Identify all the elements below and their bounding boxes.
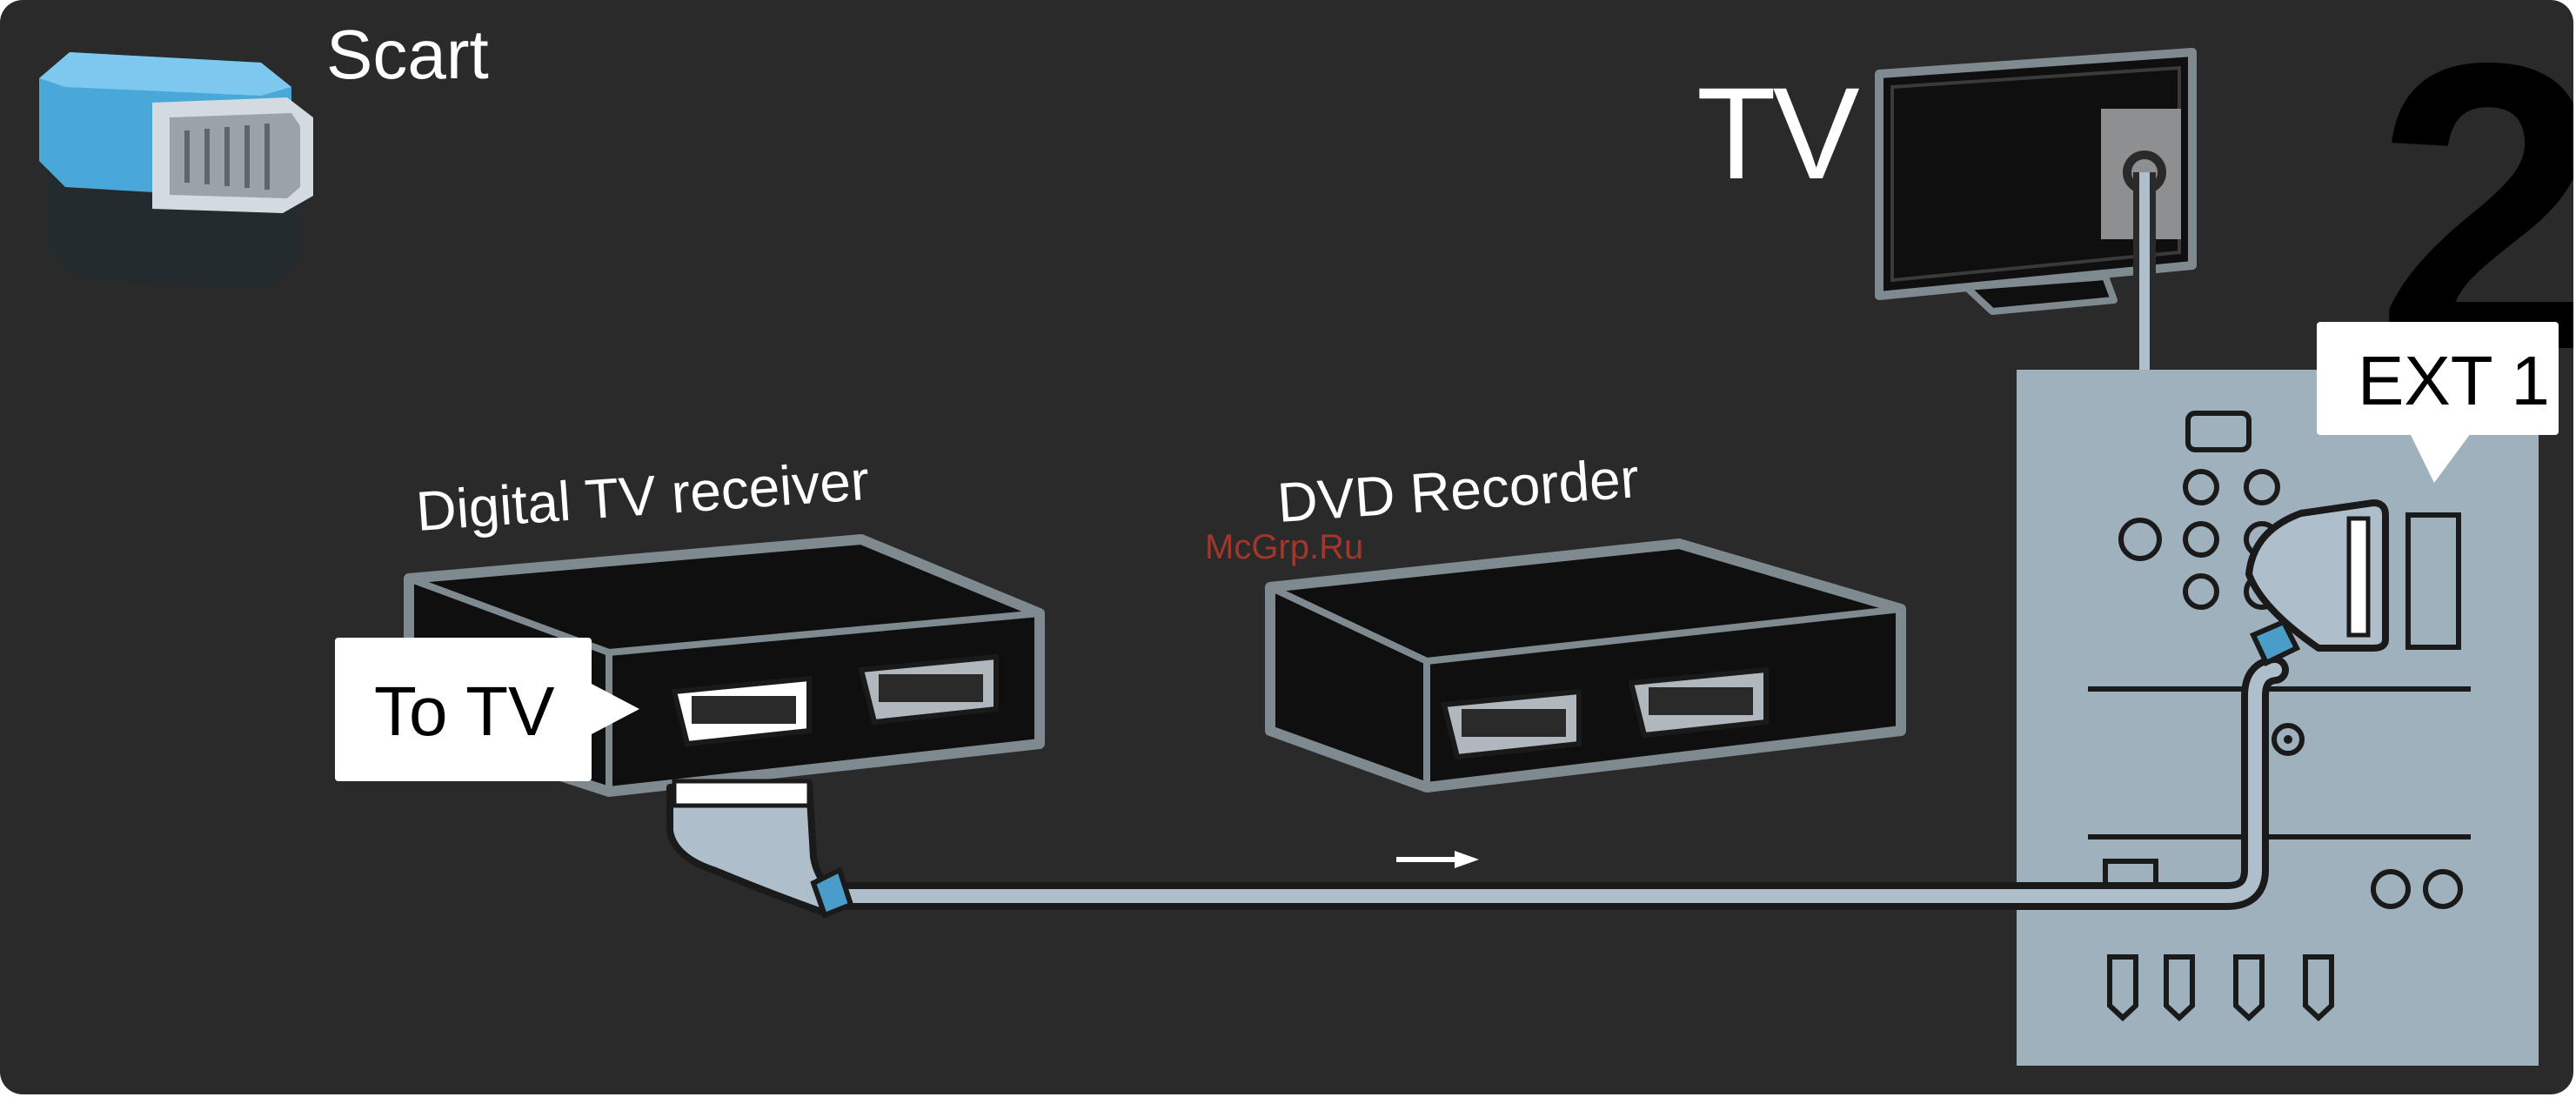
scart-connector-icon <box>39 52 313 290</box>
recorder-scart-socket-1 <box>1444 692 1579 757</box>
recorder-label: DVD Recorder <box>1275 446 1641 534</box>
tv-label: TV <box>1696 60 1860 206</box>
ext1-label: EXT 1 <box>2358 342 2550 419</box>
receiver-scart-socket-1 <box>674 679 809 744</box>
receiver-label: Digital TV receiver <box>414 449 871 543</box>
dvd-recorder <box>1270 544 1901 787</box>
receiver-scart-socket-2 <box>861 657 996 722</box>
to-tv-label: To TV <box>374 672 555 750</box>
watermark-text: McGrp.Ru <box>1205 528 1363 566</box>
direction-arrow-icon <box>1396 851 1479 868</box>
scart-plug-receiver-end <box>670 781 851 915</box>
tv-connection-panel <box>2017 370 2539 1066</box>
scart-label: Scart <box>326 16 489 93</box>
recorder-scart-socket-2 <box>1631 670 1766 735</box>
